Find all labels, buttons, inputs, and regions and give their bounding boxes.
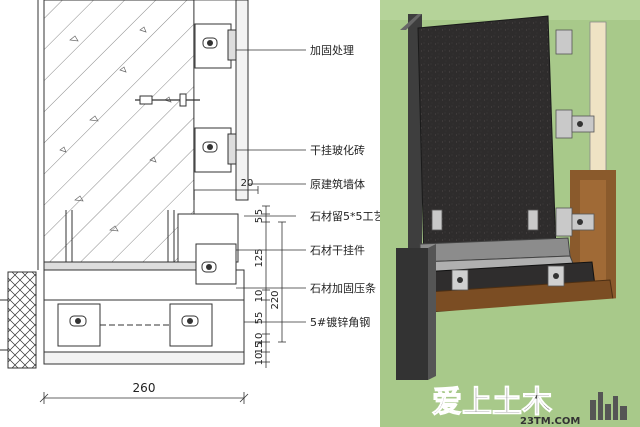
dim-15: 15 [254, 342, 265, 355]
dim-10a: 10 [254, 290, 265, 303]
render-3d [380, 0, 640, 427]
label-stone-clamp: 石材加固压条 [310, 281, 376, 295]
dim-20 [235, 186, 259, 194]
upper-hanger-1 [194, 23, 237, 69]
bottom-stone [43, 351, 245, 365]
dim-260-text: 260 [133, 381, 156, 395]
dim-260 [39, 392, 249, 404]
bottom-bracket-1 [57, 303, 101, 347]
upper-hanger-2 [194, 127, 237, 173]
leader-lines [236, 49, 306, 323]
label-dry-hang-tile: 干挂玻化砖 [310, 143, 365, 157]
dim-20-text: 20 [241, 178, 254, 189]
bottom-wall [436, 298, 620, 427]
concrete-wall [43, 0, 195, 263]
left-dark-column [396, 248, 428, 380]
cad-section: 260 20 5 5 125 220 10 55 [0, 0, 385, 404]
dim-5b: 5 [254, 217, 265, 223]
label-angle-steel: 5#镀锌角钢 [310, 315, 370, 329]
dim-10b: 10 [254, 333, 265, 346]
concrete-speckles [59, 26, 172, 232]
watermark-url: 23TM.COM [520, 416, 580, 427]
dim-10c: 10 [254, 353, 265, 366]
label-reinforcement: 加固处理 [310, 44, 354, 57]
watermark-brand: 爱上土木 [432, 385, 552, 420]
stone-panel [235, 0, 249, 201]
dim-125: 125 [254, 248, 265, 267]
bottom-bracket-2 [169, 303, 213, 347]
dim-55: 55 [254, 312, 265, 325]
lower-hanger [195, 243, 237, 285]
label-original-wall: 原建筑墙体 [310, 177, 365, 191]
watermark: 爱上土木 23TM.COM [432, 385, 627, 427]
expansion-bolt [135, 93, 200, 107]
vertical-dim-chain [262, 205, 286, 368]
dim-220: 220 [270, 290, 281, 309]
watermark-skyline-icon [590, 392, 627, 420]
left-crosshatch-strip [7, 271, 37, 369]
back-wall [408, 14, 422, 264]
back-wall-top [400, 14, 422, 30]
label-stone-slot: 石材留5*5工艺 [310, 209, 385, 223]
label-stone-hanger: 石材干挂件 [310, 243, 365, 257]
dim-5a: 5 [254, 209, 265, 215]
